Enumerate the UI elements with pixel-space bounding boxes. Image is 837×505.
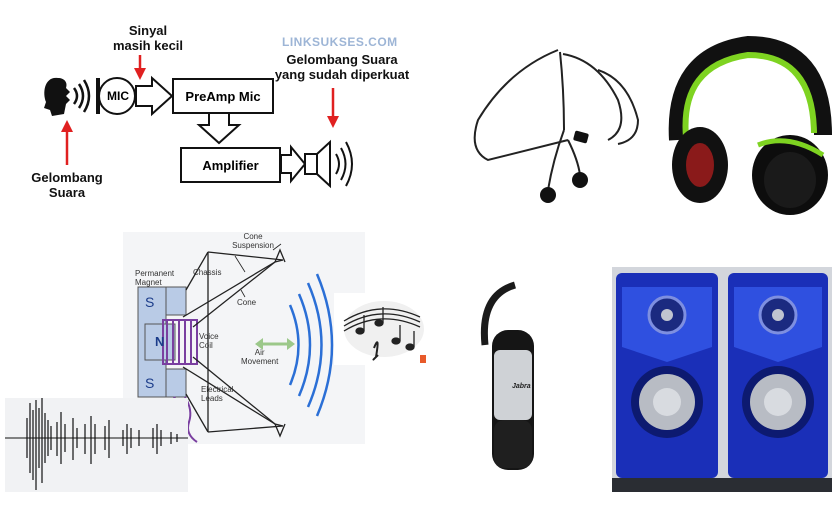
earbud-left-icon: [540, 187, 556, 203]
voice-coil-label: Voice Coil: [199, 332, 219, 350]
air-movement-label: Air Movement: [241, 348, 279, 366]
microphone-icon: [96, 77, 136, 115]
magnet-s-bottom-label: S: [145, 375, 155, 391]
signal-chain-diagram: Sinyal masih kecil LINKSUKSES.COM Gelomb…: [0, 0, 460, 215]
amplifier-box: Amplifier: [180, 147, 281, 183]
arrow-amp-to-speaker-icon: [280, 144, 307, 184]
speaker-cross-section-drawing: [137, 243, 295, 443]
music-notes-image: [334, 293, 426, 365]
mic-label: MIC: [107, 89, 129, 103]
cone-label: Cone: [237, 298, 257, 307]
output-wave-label: Gelombang Suara yang sudah diperkuat: [274, 52, 410, 82]
signal-chain-drawing: [44, 55, 353, 189]
chassis-label: Chassis: [193, 268, 222, 277]
input-wave-label: Gelombang Suara: [31, 170, 103, 200]
arrow-preamp-to-amp-icon: [196, 112, 242, 145]
magnet-s-top-label: S: [145, 294, 155, 310]
electrical-leads-label: Electrical Leads: [201, 385, 234, 403]
sinyal-label: Sinyal masih kecil: [112, 23, 184, 53]
red-arrow-down-icon: [134, 55, 146, 80]
speaker-diagram: Cone Suspension Chassis Permanent Magnet…: [123, 232, 365, 444]
sound-waves-icon: [288, 273, 334, 417]
preamp-label: PreAmp Mic: [185, 88, 261, 104]
preamp-box: PreAmp Mic: [172, 78, 274, 114]
remote-control-icon: [573, 130, 589, 144]
earbud-right-icon: [572, 172, 588, 188]
headphones-image: [668, 35, 832, 215]
watermark: LINKSUKSES.COM: [282, 35, 398, 49]
speaking-head-icon: [44, 77, 91, 116]
speaker-cone-icon: [182, 248, 286, 438]
headset-brand-label: Jabra: [512, 383, 531, 390]
blue-speakers-image: [612, 267, 832, 492]
red-arrow-up-icon: [61, 120, 73, 165]
permanent-magnet-label: Permanent Magnet: [135, 269, 175, 287]
permanent-magnet-icon: [137, 286, 187, 398]
arrow-mic-to-preamp-icon: [135, 75, 174, 117]
air-movement-arrow-icon: [255, 338, 295, 350]
annotation-leaders: [234, 243, 282, 298]
audio-waveform-image: [5, 398, 188, 492]
waveform-icon: [5, 398, 188, 490]
cone-suspension-label: Cone Suspension: [232, 232, 274, 250]
bluetooth-headset-image: [480, 281, 534, 470]
magnet-n-label: N: [155, 334, 165, 349]
red-arrow-down-output-icon: [327, 88, 339, 128]
amplifier-label: Amplifier: [202, 157, 259, 173]
loudspeaker-icon: [304, 139, 353, 189]
earphones-image: [473, 49, 640, 203]
speakers-icon: [612, 267, 832, 492]
